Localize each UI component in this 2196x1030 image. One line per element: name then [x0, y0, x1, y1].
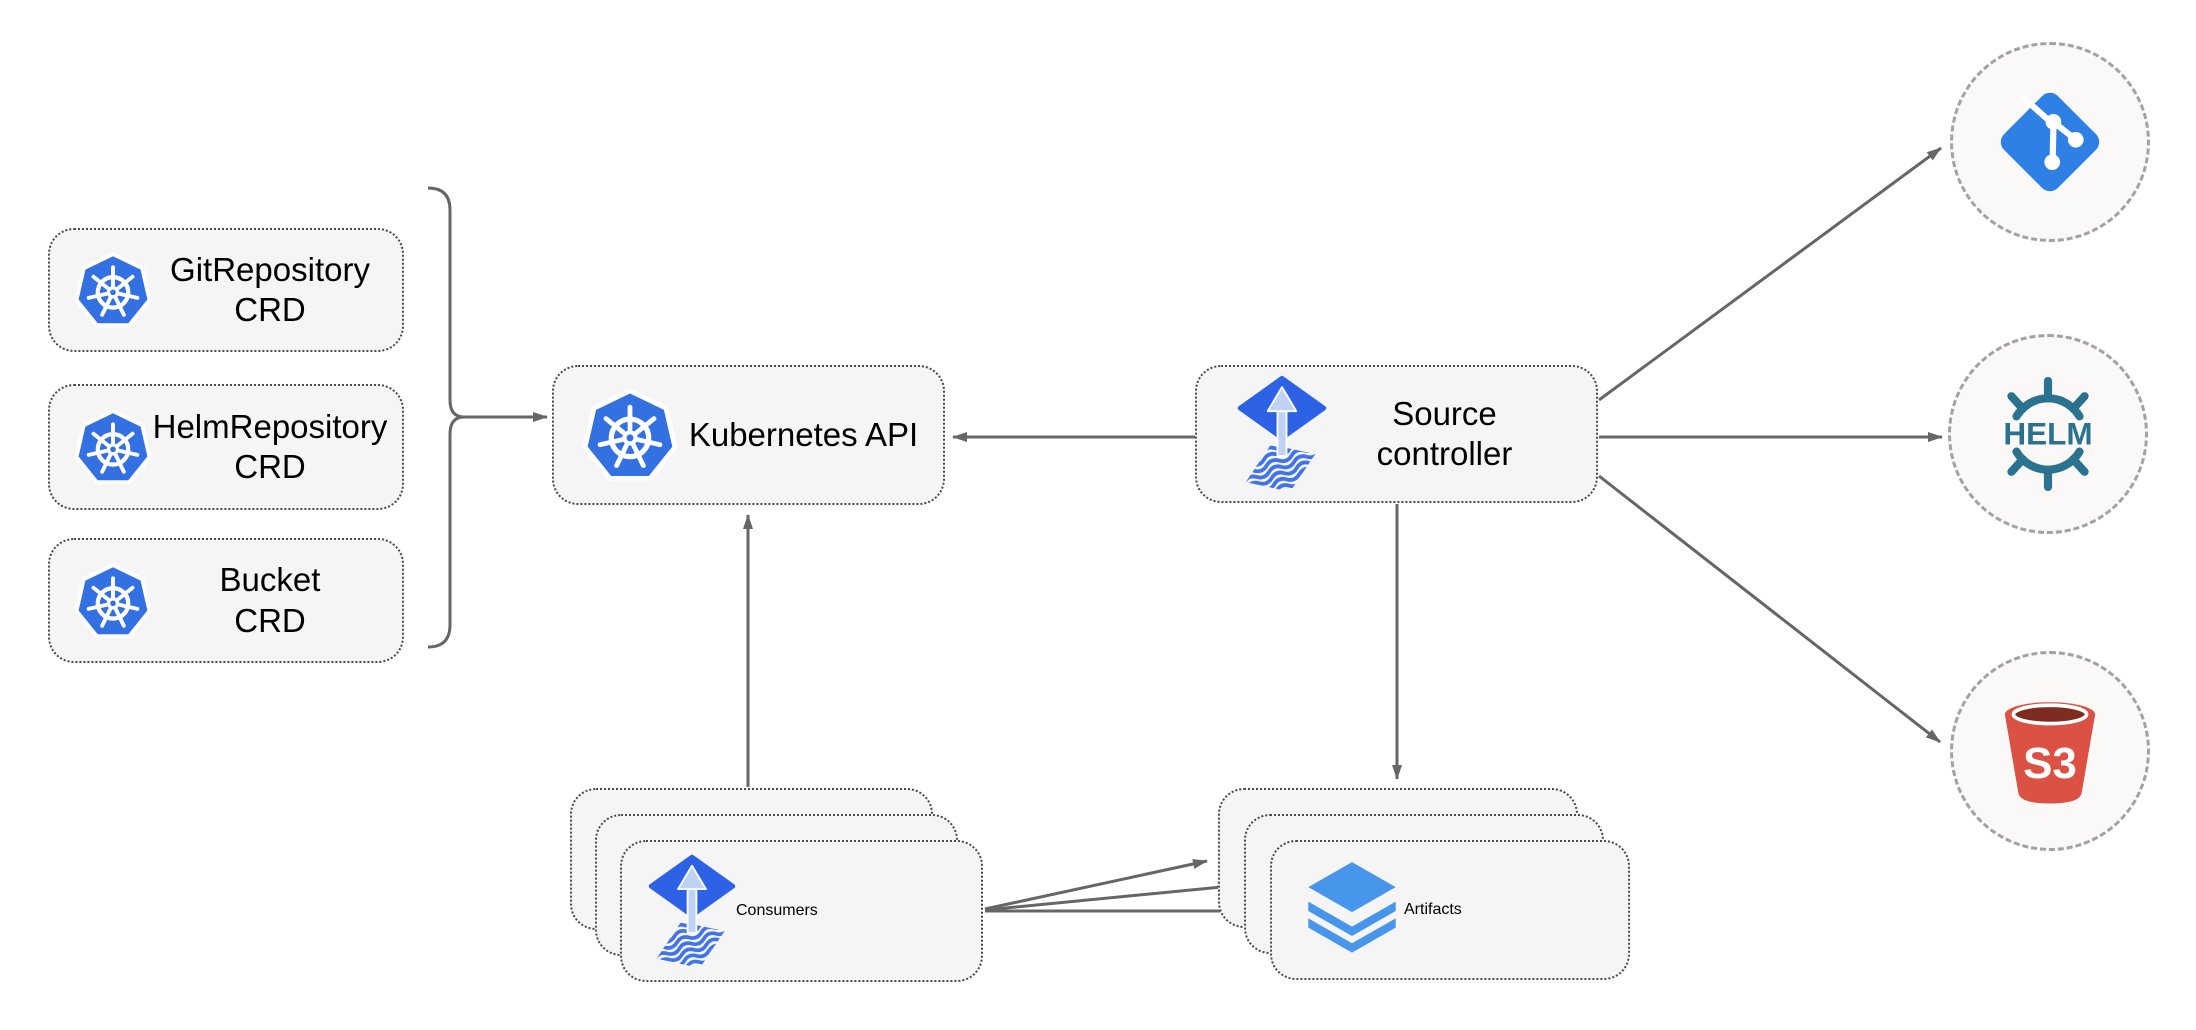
flux-icon — [1237, 372, 1327, 496]
crd-group-bracket — [427, 186, 465, 649]
node-label: Source controller — [1376, 394, 1513, 472]
node-label: Bucket CRD — [219, 561, 321, 639]
layers-icon — [1308, 862, 1396, 953]
s3-icon-text: S3 — [2023, 739, 2077, 788]
helm-icon: HELM — [2003, 376, 2093, 492]
node-consumers: Consumers — [620, 840, 983, 982]
node-label: Consumers — [736, 902, 818, 919]
node-label: GitRepository CRD — [170, 250, 370, 328]
endpoint-s3-circle: S3 — [1950, 651, 2150, 851]
node-label: HelmRepository CRD — [152, 407, 388, 485]
kubernetes-icon — [74, 408, 152, 486]
edge-source-controller-to-s3 — [1598, 474, 1941, 744]
node-source-controller: Source controller — [1195, 365, 1598, 503]
node-helmrepository-crd: HelmRepository CRD — [48, 384, 404, 510]
node-label: Kubernetes API — [688, 415, 919, 453]
edge-consumers-to-artifacts-2 — [984, 882, 1233, 912]
node-label: Artifacts — [1404, 901, 1462, 918]
node-kubernetes-api: Kubernetes API — [552, 365, 945, 505]
kubernetes-icon — [74, 251, 152, 329]
helm-icon-text: HELM — [2003, 416, 2092, 452]
node-bucket-crd: Bucket CRD — [48, 538, 404, 663]
s3-icon: S3 — [2004, 702, 2096, 804]
endpoint-git-circle — [1950, 42, 2150, 242]
kubernetes-icon — [582, 387, 678, 483]
kubernetes-icon — [74, 562, 152, 640]
node-consumers-stack: Consumers — [570, 788, 983, 982]
node-gitrepository-crd: GitRepository CRD — [48, 228, 404, 352]
flux-icon — [648, 851, 736, 972]
endpoint-helm-circle: HELM — [1948, 334, 2148, 534]
edge-source-controller-to-git — [1598, 146, 1942, 402]
git-icon — [2000, 92, 2100, 192]
node-artifacts-stack: Artifacts — [1218, 788, 1630, 980]
node-artifacts: Artifacts — [1270, 840, 1630, 980]
edge-consumers-to-artifacts-1 — [984, 859, 1208, 911]
